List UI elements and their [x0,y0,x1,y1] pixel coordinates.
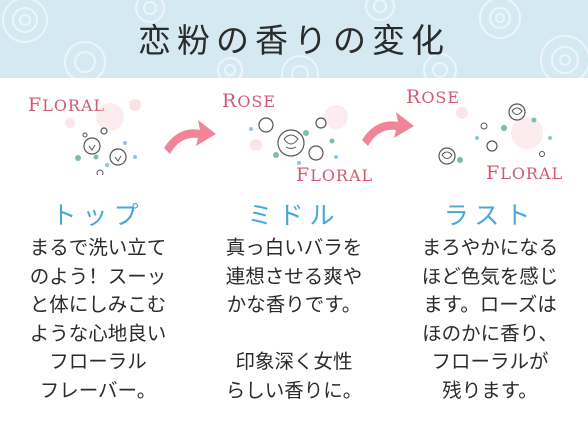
label-rose: ROSE [222,90,277,112]
desc-line: まるで洗い立て [29,236,167,259]
desc-line: 連想させる爽や [225,264,363,288]
stage-description: まるで洗い立て のよう！スーッ と体にしみこむ ような心地良い フローラル フレ… [0,234,196,405]
arrow-right-icon [362,112,414,146]
desc-line: ような心地良い [29,321,167,345]
desc-line: まろやかになる [421,236,559,259]
rose-pattern-background [2,0,588,78]
stage-name: ラスト [443,201,537,230]
desc-line: フローラルが [431,350,549,373]
desc-line: 真っ白いバラを [225,236,363,259]
desc-line: かな香りです。 [226,293,362,316]
flower-illustration [65,99,141,175]
desc-line: ほど色気を感じ [421,264,559,288]
desc-line: 印象深く女性 [235,350,353,373]
stage-name: トップ [51,201,145,230]
label-rose: ROSE [406,86,461,108]
page-title: 恋粉の香りの変化 [138,21,450,60]
desc-line: ます。ローズは [423,293,557,316]
stage-description: まろやかになる ほど色気を感じ ます。ローズは ほのかに香り、 フローラルが 残… [392,234,588,405]
stage-middle: ROSE FLORAL ミドル 真っ白いバラを 連想させる爽や かな香りです。 … [196,0,392,427]
stage-last: ROSE FLORAL ラスト まろやかになる ほど色気を感じ ます。ローズは … [392,0,588,427]
desc-line: フローラル [49,350,147,373]
desc-line: 残ります。 [442,378,538,402]
desc-line: と体にしみこむ [29,293,167,316]
desc-line: フレーバー。 [39,378,157,402]
label-floral: FLORAL [486,162,564,184]
desc-line: のよう！スーッ [29,264,167,288]
stage-name: ミドル [247,201,341,230]
desc-line: ほのかに香り、 [422,321,558,345]
label-floral: FLORAL [296,164,374,186]
arrow-right-icon [164,120,216,154]
rose-illustration [438,103,552,165]
label-floral: FLORAL [28,94,106,116]
header-banner: 恋粉の香りの変化 [0,0,588,78]
desc-line: らしい香りに。 [225,378,363,402]
desc-line [196,320,392,349]
rose-illustration [249,105,348,165]
stage-top: FLORAL トップ まるで洗い立て のよう！スーッ と体にしみこむ ような心地… [0,0,196,427]
stage-description: 真っ白いバラを 連想させる爽や かな香りです。 印象深く女性 らしい香りに。 [196,234,392,405]
